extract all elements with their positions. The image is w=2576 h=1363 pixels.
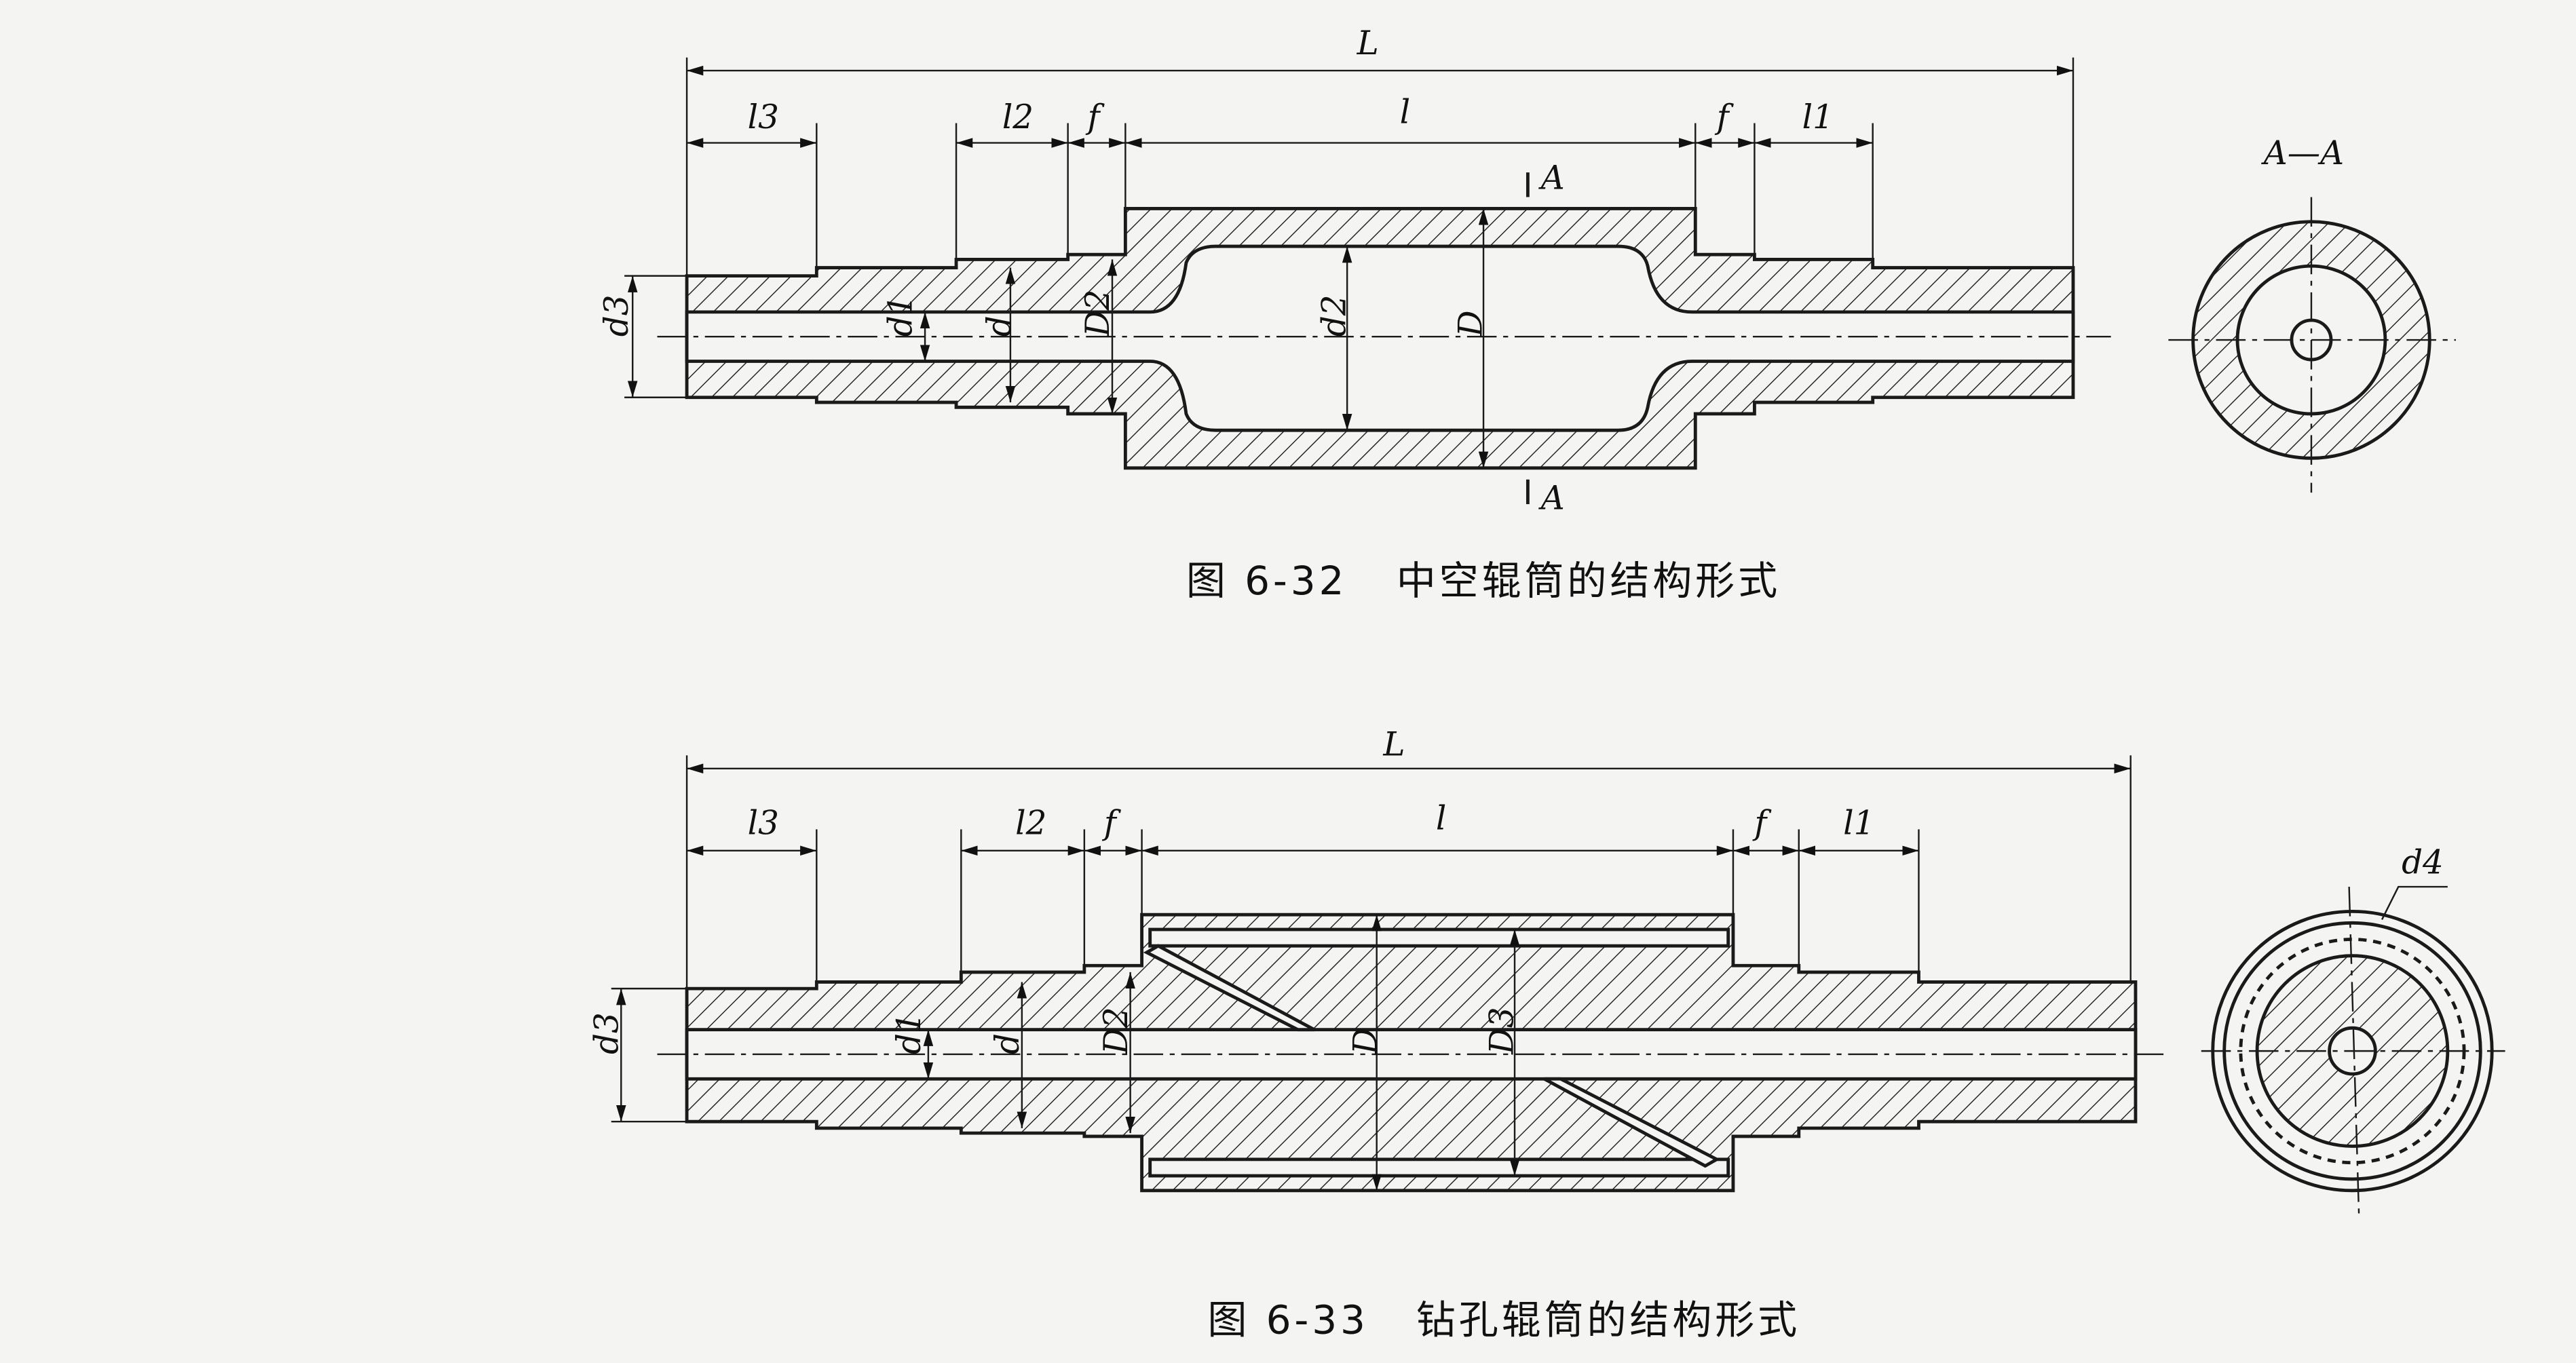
- figure-drilled-roller: L l3 l2 f l f l1 d3 d1 d D2 D D3 d4 图 6-…: [588, 725, 2505, 1343]
- hollow-roller-bore: [685, 244, 2075, 432]
- dim-f-left: f: [1086, 98, 1105, 136]
- section-mark-bottom: A: [1538, 479, 1565, 517]
- dim-l: l: [1400, 94, 1410, 132]
- dim-d-2: d: [989, 1033, 1027, 1054]
- dim-l1-2: l1: [1843, 805, 1874, 843]
- caption-title-6-33: 钻孔辊筒的结构形式: [1416, 1297, 1800, 1343]
- dim-d2: d2: [1316, 294, 1354, 337]
- dim-D2: D2: [1079, 290, 1117, 338]
- dimension-lines: [627, 65, 2073, 505]
- section-view-a-a: A—A: [2168, 134, 2456, 493]
- peripheral-drilled-holes: [1143, 927, 1730, 1178]
- section-view-drilled: d4: [2201, 844, 2505, 1216]
- dimension-lines-2: [616, 763, 2131, 1191]
- dim-d: d: [981, 315, 1019, 337]
- section-mark-top: A: [1538, 159, 1565, 197]
- dim-l2: l2: [1002, 98, 1034, 136]
- dim-L-2: L: [1382, 725, 1405, 763]
- dim-D3-2: D3: [1483, 1007, 1521, 1055]
- dim-l-2: l: [1436, 799, 1446, 837]
- dim-l3-2: l3: [748, 805, 779, 843]
- dim-d3-2: d3: [588, 1012, 626, 1054]
- dim-d1: d1: [882, 294, 920, 337]
- dim-l1: l1: [1802, 98, 1834, 136]
- caption-number-6-33: 图 6-33: [1207, 1297, 1368, 1343]
- dim-L: L: [1357, 24, 1379, 62]
- dim-l2-2: l2: [1015, 805, 1046, 843]
- dim-d3: d3: [598, 294, 636, 337]
- dim-l3: l3: [748, 98, 779, 136]
- dim-D-2: D: [1347, 1028, 1385, 1055]
- figure-hollow-roller: L l3 l2 f l f l1 d3 d1 d D2 d2 D A A A—A…: [598, 24, 2456, 604]
- caption-title-6-32: 中空辊筒的结构形式: [1397, 558, 1781, 604]
- extension-lines: [624, 57, 2075, 398]
- caption-number-6-32: 图 6-32: [1186, 558, 1347, 604]
- dim-f-right-2: f: [1752, 805, 1772, 843]
- section-view-label: A—A: [2261, 134, 2344, 172]
- dim-d4: d4: [2402, 844, 2444, 882]
- dim-d1-2: d1: [890, 1012, 928, 1054]
- dim-f-right: f: [1715, 98, 1735, 136]
- dim-D: D: [1452, 310, 1490, 337]
- dim-f-left-2: f: [1102, 805, 1122, 843]
- dim-D2-2: D2: [1097, 1007, 1135, 1055]
